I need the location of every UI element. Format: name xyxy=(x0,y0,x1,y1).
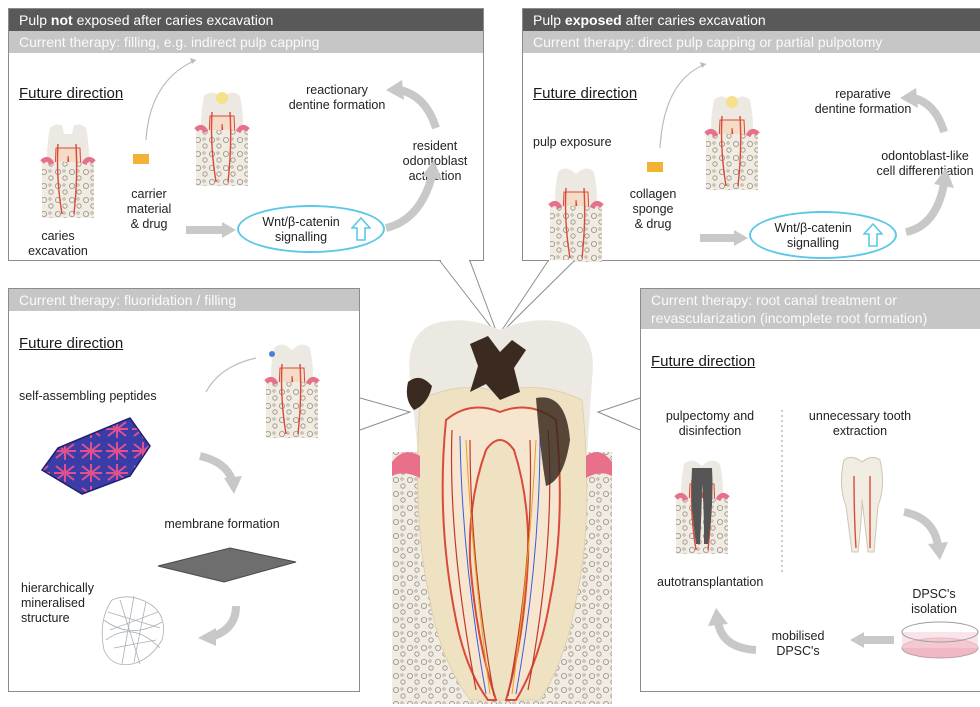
petri-dish-icon xyxy=(902,622,978,658)
membrane-sheet xyxy=(158,548,296,582)
tooth-extraction xyxy=(841,457,882,552)
tooth-caries-excavation xyxy=(42,124,94,218)
tooth-reparative xyxy=(706,96,758,190)
tooth-pulpectomy xyxy=(676,460,728,554)
collagen-sponge-block xyxy=(647,162,663,172)
peptide-mesh xyxy=(42,418,150,494)
carrier-material-block xyxy=(133,154,149,164)
tooth-reactionary xyxy=(196,92,248,186)
tooth-pulp-exposure xyxy=(550,168,602,262)
central-tooth-illustration xyxy=(392,320,612,704)
tooth-peptides xyxy=(266,344,318,438)
mineralised-structure xyxy=(102,596,163,665)
